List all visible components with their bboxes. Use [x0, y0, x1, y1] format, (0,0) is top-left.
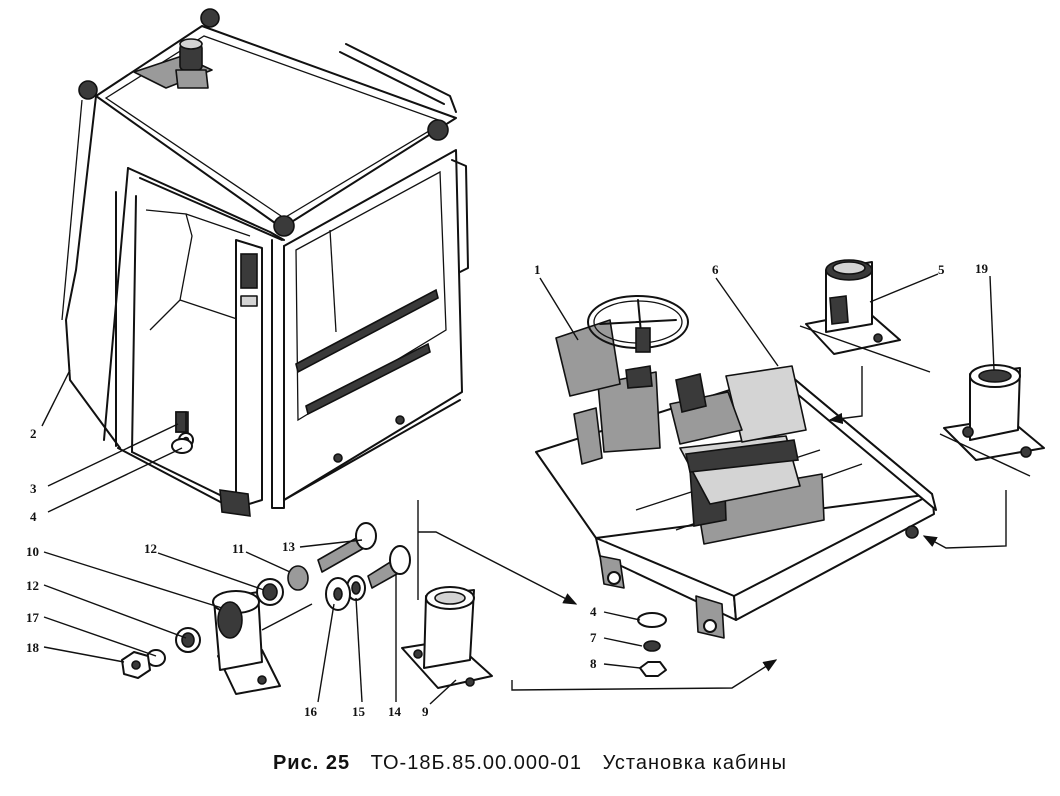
callout-labels: 1 2 3 4 5 6 19 10 11 12 13 17 18 12 16 1…: [26, 261, 989, 719]
callout-19: 19: [975, 261, 989, 276]
callout-15: 15: [352, 704, 366, 719]
assembly-guides: [261, 325, 1031, 691]
callout-3: 3: [30, 481, 37, 496]
figure-number: Рис. 25: [272, 752, 351, 774]
roof-beacon: [133, 38, 213, 89]
callout-2: 2: [30, 426, 37, 441]
callout-14: 14: [388, 704, 402, 719]
callout-12-lower: 12: [26, 578, 39, 593]
figure-title: Установка кабины: [602, 752, 788, 774]
callout-1: 1: [534, 262, 541, 277]
callout-6: 6: [712, 262, 719, 277]
callout-8: 8: [590, 656, 597, 671]
bracket-10: [212, 590, 281, 695]
figure-caption: Рис. 25 ТО-18Б.85.00.000-01 Установка ка…: [0, 752, 1060, 775]
callout-10: 10: [26, 544, 39, 559]
callout-18: 18: [26, 640, 40, 655]
callout-4: 4: [30, 509, 37, 524]
cabin: [61, 8, 469, 517]
callout-13: 13: [282, 539, 296, 554]
callout-4-frame: 4: [590, 604, 597, 619]
fasteners: [121, 411, 667, 679]
callout-17: 17: [26, 610, 40, 625]
bracket-19: [943, 364, 1045, 461]
callout-9: 9: [422, 704, 429, 719]
callout-5: 5: [938, 262, 945, 277]
bracket-5: [805, 259, 901, 355]
leader-lines: [41, 273, 995, 705]
callout-7: 7: [590, 630, 597, 645]
callout-11: 11: [232, 541, 244, 556]
steering-console: [555, 295, 689, 465]
callout-16: 16: [304, 704, 318, 719]
drawing-code: ТО-18Б.85.00.000-01: [370, 752, 582, 774]
operator-seat: [669, 365, 825, 545]
frame-assembly: [535, 295, 937, 639]
roof-lamps: [78, 8, 449, 237]
callout-12-upper: 12: [144, 541, 157, 556]
bracket-9: [401, 586, 493, 689]
